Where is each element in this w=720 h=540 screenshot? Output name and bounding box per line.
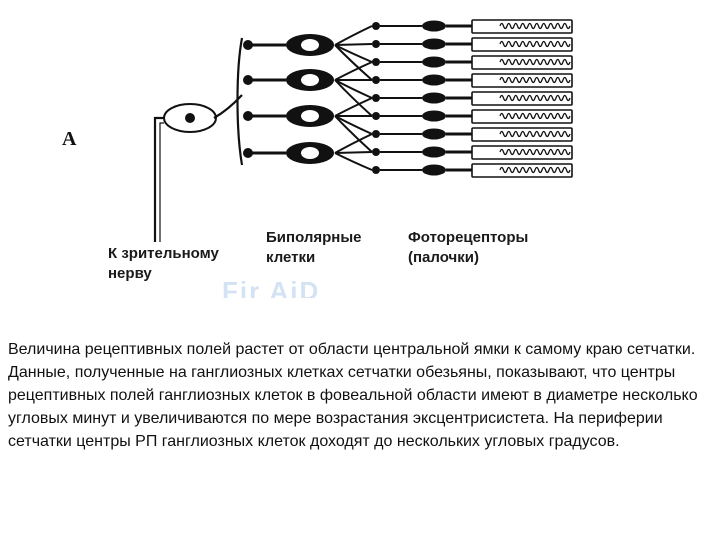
- rod-terminal: [372, 166, 380, 174]
- rod-outer-segment: [472, 38, 572, 51]
- rod-nucleus: [422, 129, 446, 140]
- rod-nucleus: [422, 57, 446, 68]
- bipolar-dendrite: [335, 98, 372, 116]
- rod-outer-segment: [472, 128, 572, 141]
- bipolar-dendrite: [335, 80, 372, 116]
- retina-diagram: A Fir AiD К зрительному нерву Биполярные…: [0, 0, 720, 330]
- rod-nucleus: [422, 75, 446, 86]
- bipolar-axon-terminal: [243, 111, 253, 121]
- bipolar-dendrite: [335, 44, 372, 45]
- rod-outer-segment: [472, 164, 572, 177]
- bipolar-nucleus: [301, 147, 319, 159]
- rod-nucleus: [422, 21, 446, 32]
- rod-nucleus: [422, 165, 446, 176]
- bipolar-dendrite: [335, 152, 372, 153]
- label-optic-nerve-line1: К зрительному: [108, 244, 219, 264]
- bipolar-dendrite: [335, 26, 372, 45]
- watermark-logo: Fir AiD: [222, 276, 392, 298]
- rod-disc-stack: [500, 168, 570, 173]
- label-optic-nerve: К зрительному нерву: [108, 244, 219, 284]
- rod-outer-segment: [472, 74, 572, 87]
- rod-terminal: [372, 148, 380, 156]
- label-bipolar-cells-line1: Биполярные: [266, 228, 362, 248]
- bipolar-dendrite: [335, 45, 372, 80]
- bipolar-axon-terminal: [243, 40, 253, 50]
- bipolar-nucleus: [301, 39, 319, 51]
- bipolar-nucleus: [301, 74, 319, 86]
- rod-outer-segment: [472, 92, 572, 105]
- rod-disc-stack: [500, 78, 570, 83]
- rod-disc-stack: [500, 96, 570, 101]
- ganglion-nucleus: [185, 113, 195, 123]
- bipolar-nucleus: [301, 110, 319, 122]
- rod-disc-stack: [500, 24, 570, 29]
- ganglion-axon-sheath: [160, 123, 164, 242]
- rod-terminal: [372, 76, 380, 84]
- ganglion-dendrite-trunk: [238, 38, 243, 165]
- bipolar-axon-terminal: [243, 148, 253, 158]
- bipolar-dendrite: [335, 134, 372, 153]
- rod-outer-segment: [472, 20, 572, 33]
- label-photoreceptors-line2: (палочки): [408, 248, 528, 268]
- rod-outer-segment: [472, 110, 572, 123]
- bipolar-dendrite: [335, 62, 372, 80]
- label-photoreceptors-line1: Фоторецепторы: [408, 228, 528, 248]
- rod-terminal: [372, 94, 380, 102]
- rod-disc-stack: [500, 42, 570, 47]
- rod-disc-stack: [500, 150, 570, 155]
- bipolar-axon-terminal: [243, 75, 253, 85]
- bipolar-dendrite: [335, 80, 372, 98]
- bipolar-dendrite: [335, 45, 372, 62]
- bipolar-dendrite: [335, 116, 372, 152]
- rod-terminal: [372, 130, 380, 138]
- label-bipolar-cells: Биполярные клетки: [266, 228, 362, 268]
- rod-terminal: [372, 112, 380, 120]
- rod-nucleus: [422, 111, 446, 122]
- rod-nucleus: [422, 93, 446, 104]
- rod-disc-stack: [500, 114, 570, 119]
- bipolar-dendrite: [335, 116, 372, 134]
- rod-nucleus: [422, 147, 446, 158]
- rod-outer-segment: [472, 56, 572, 69]
- rod-disc-stack: [500, 60, 570, 65]
- label-optic-nerve-line2: нерву: [108, 264, 219, 284]
- rod-terminal: [372, 40, 380, 48]
- label-photoreceptors: Фоторецепторы (палочки): [408, 228, 528, 268]
- rod-nucleus: [422, 39, 446, 50]
- label-bipolar-cells-line2: клетки: [266, 248, 362, 268]
- rod-outer-segment: [472, 146, 572, 159]
- panel-letter: A: [62, 128, 76, 151]
- rod-disc-stack: [500, 132, 570, 137]
- body-paragraph: Величина рецептивных полей растет от обл…: [8, 338, 712, 453]
- bipolar-dendrite: [335, 153, 372, 170]
- rod-terminal: [372, 22, 380, 30]
- rod-terminal: [372, 58, 380, 66]
